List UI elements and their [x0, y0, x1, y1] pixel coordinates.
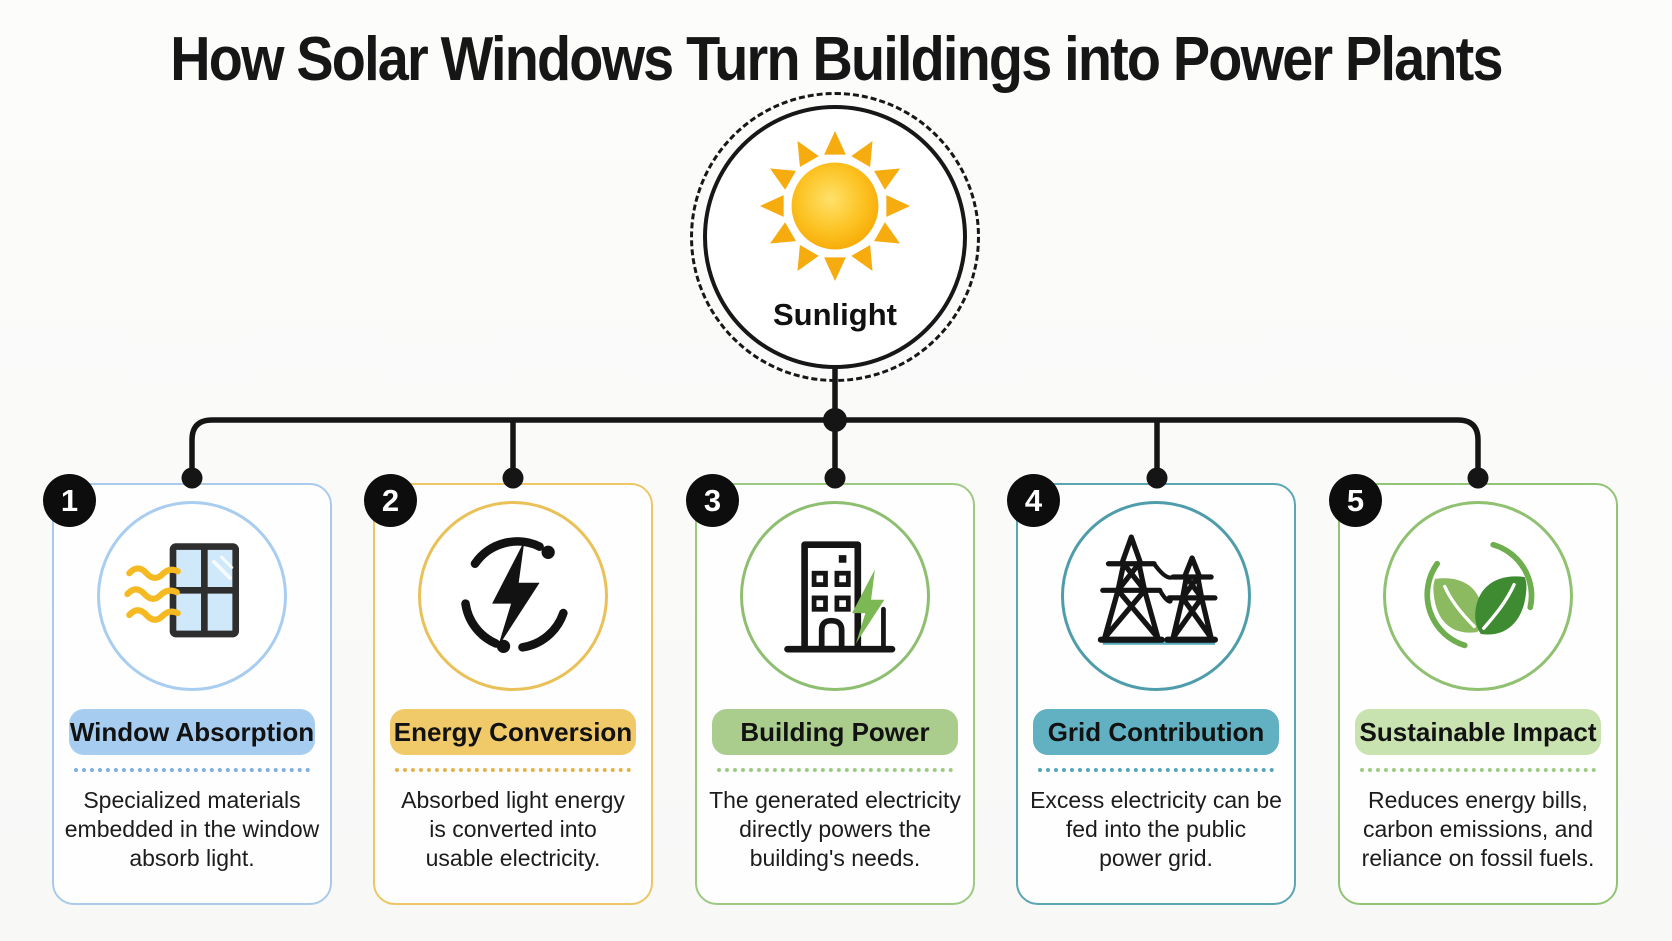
step-title-pill: Energy Conversion [390, 709, 636, 755]
step-number-badge: 3 [686, 474, 739, 527]
building-power-icon [784, 541, 896, 653]
step-description: Excess electricity can be fed into the p… [1030, 787, 1282, 871]
step-card-energy-conversion: 2 Energy Conversion Absorbed light energ… [364, 474, 653, 905]
icon-circle [740, 501, 930, 691]
icon-circle [418, 501, 608, 691]
step-card-grid-contribution: 4 Grid Contribution Excess [1007, 474, 1296, 905]
energy-conversion-icon [461, 537, 568, 653]
step-card-sustainable-impact: 5 Sustainable Impact Reduces energy bill… [1329, 474, 1618, 905]
step-number-badge: 2 [364, 474, 417, 527]
dotted-divider [717, 768, 953, 772]
sun-label: Sunlight [773, 297, 897, 332]
dotted-divider [74, 768, 310, 772]
step-description: Reduces energy bills, carbon emissions, … [1361, 787, 1595, 871]
step-description: The generated electricity directly power… [709, 787, 961, 871]
sun-node: Sunlight [690, 92, 980, 382]
icon-circle [1061, 501, 1251, 691]
step-number-badge: 4 [1007, 474, 1060, 527]
step-title-pill: Sustainable Impact [1355, 709, 1601, 755]
step-title-pill: Window Absorption [69, 709, 315, 755]
sustainable-impact-icon [1424, 541, 1535, 649]
sun-circle: Sunlight [703, 105, 967, 369]
step-description: Absorbed light energy is converted into … [401, 787, 625, 871]
window-absorption-icon [124, 543, 240, 638]
step-number-badge: 5 [1329, 474, 1382, 527]
dotted-divider [395, 768, 631, 772]
step-number-badge: 1 [43, 474, 96, 527]
step-title-pill: Building Power [712, 709, 958, 755]
step-description: Specialized materials embedded in the wi… [64, 787, 320, 871]
step-card-building-power: 3 Building Power The generated electrici… [686, 474, 975, 905]
sun-icon [759, 130, 911, 282]
icon-circle [97, 501, 287, 691]
step-title-pill: Grid Contribution [1033, 709, 1279, 755]
icon-circle [1383, 501, 1573, 691]
page-title: How Solar Windows Turn Buildings into Po… [170, 25, 1503, 94]
dotted-divider [1360, 768, 1596, 772]
grid-contribution-icon [1097, 534, 1218, 645]
dotted-divider [1038, 768, 1274, 772]
step-card-window-absorption: 1 Window Absorption Specialized material… [43, 474, 332, 905]
